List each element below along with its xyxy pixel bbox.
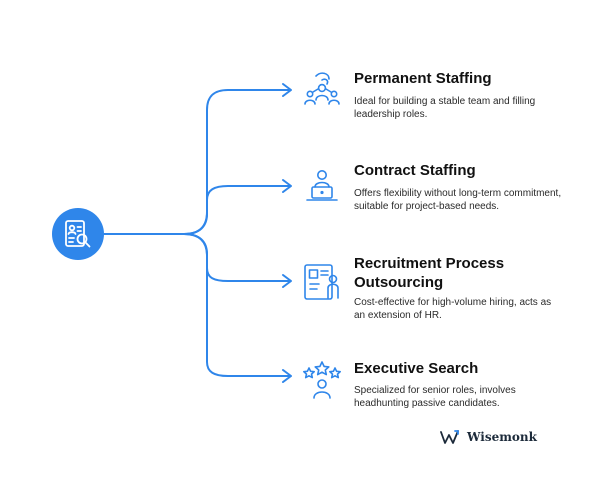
connector-rpo	[183, 233, 291, 282]
node-title-contract: Contract Staffing	[354, 162, 476, 179]
brand-watermark: Wisemonk	[440, 429, 537, 445]
brand-name: Wisemonk	[467, 430, 537, 444]
arrowhead-executive	[282, 369, 292, 383]
resume-search-icon	[65, 220, 91, 248]
node-title-rpo: Recruitment Process Outsourcing	[354, 254, 514, 292]
node-desc-permanent: Ideal for building a stable team and fil…	[354, 96, 536, 120]
connector-permanent	[183, 89, 291, 235]
arrowhead-rpo	[282, 274, 292, 288]
node-desc-contract: Offers flexibility without long-term com…	[354, 188, 562, 212]
node-title-executive: Executive Search	[354, 360, 479, 377]
wisemonk-logo-icon	[440, 430, 459, 444]
arrowhead-contract	[282, 179, 292, 193]
star-person-icon	[302, 361, 342, 399]
node-title-permanent: Permanent Staffing	[354, 70, 492, 87]
connector-contract	[183, 185, 291, 235]
profile-card-icon	[304, 264, 339, 300]
arrowhead-permanent	[282, 83, 292, 97]
connector-executive	[183, 233, 291, 377]
node-desc-executive: Specialized for senior roles, involves h…	[354, 385, 516, 409]
hub-circle	[52, 208, 104, 260]
node-title-rpo-text: Recruitment Process Outsourcing	[354, 255, 505, 291]
node-desc-rpo: Cost-effective for high-volume hiring, a…	[354, 297, 552, 321]
laptop-worker-icon	[306, 170, 338, 201]
team-network-icon	[304, 72, 340, 105]
